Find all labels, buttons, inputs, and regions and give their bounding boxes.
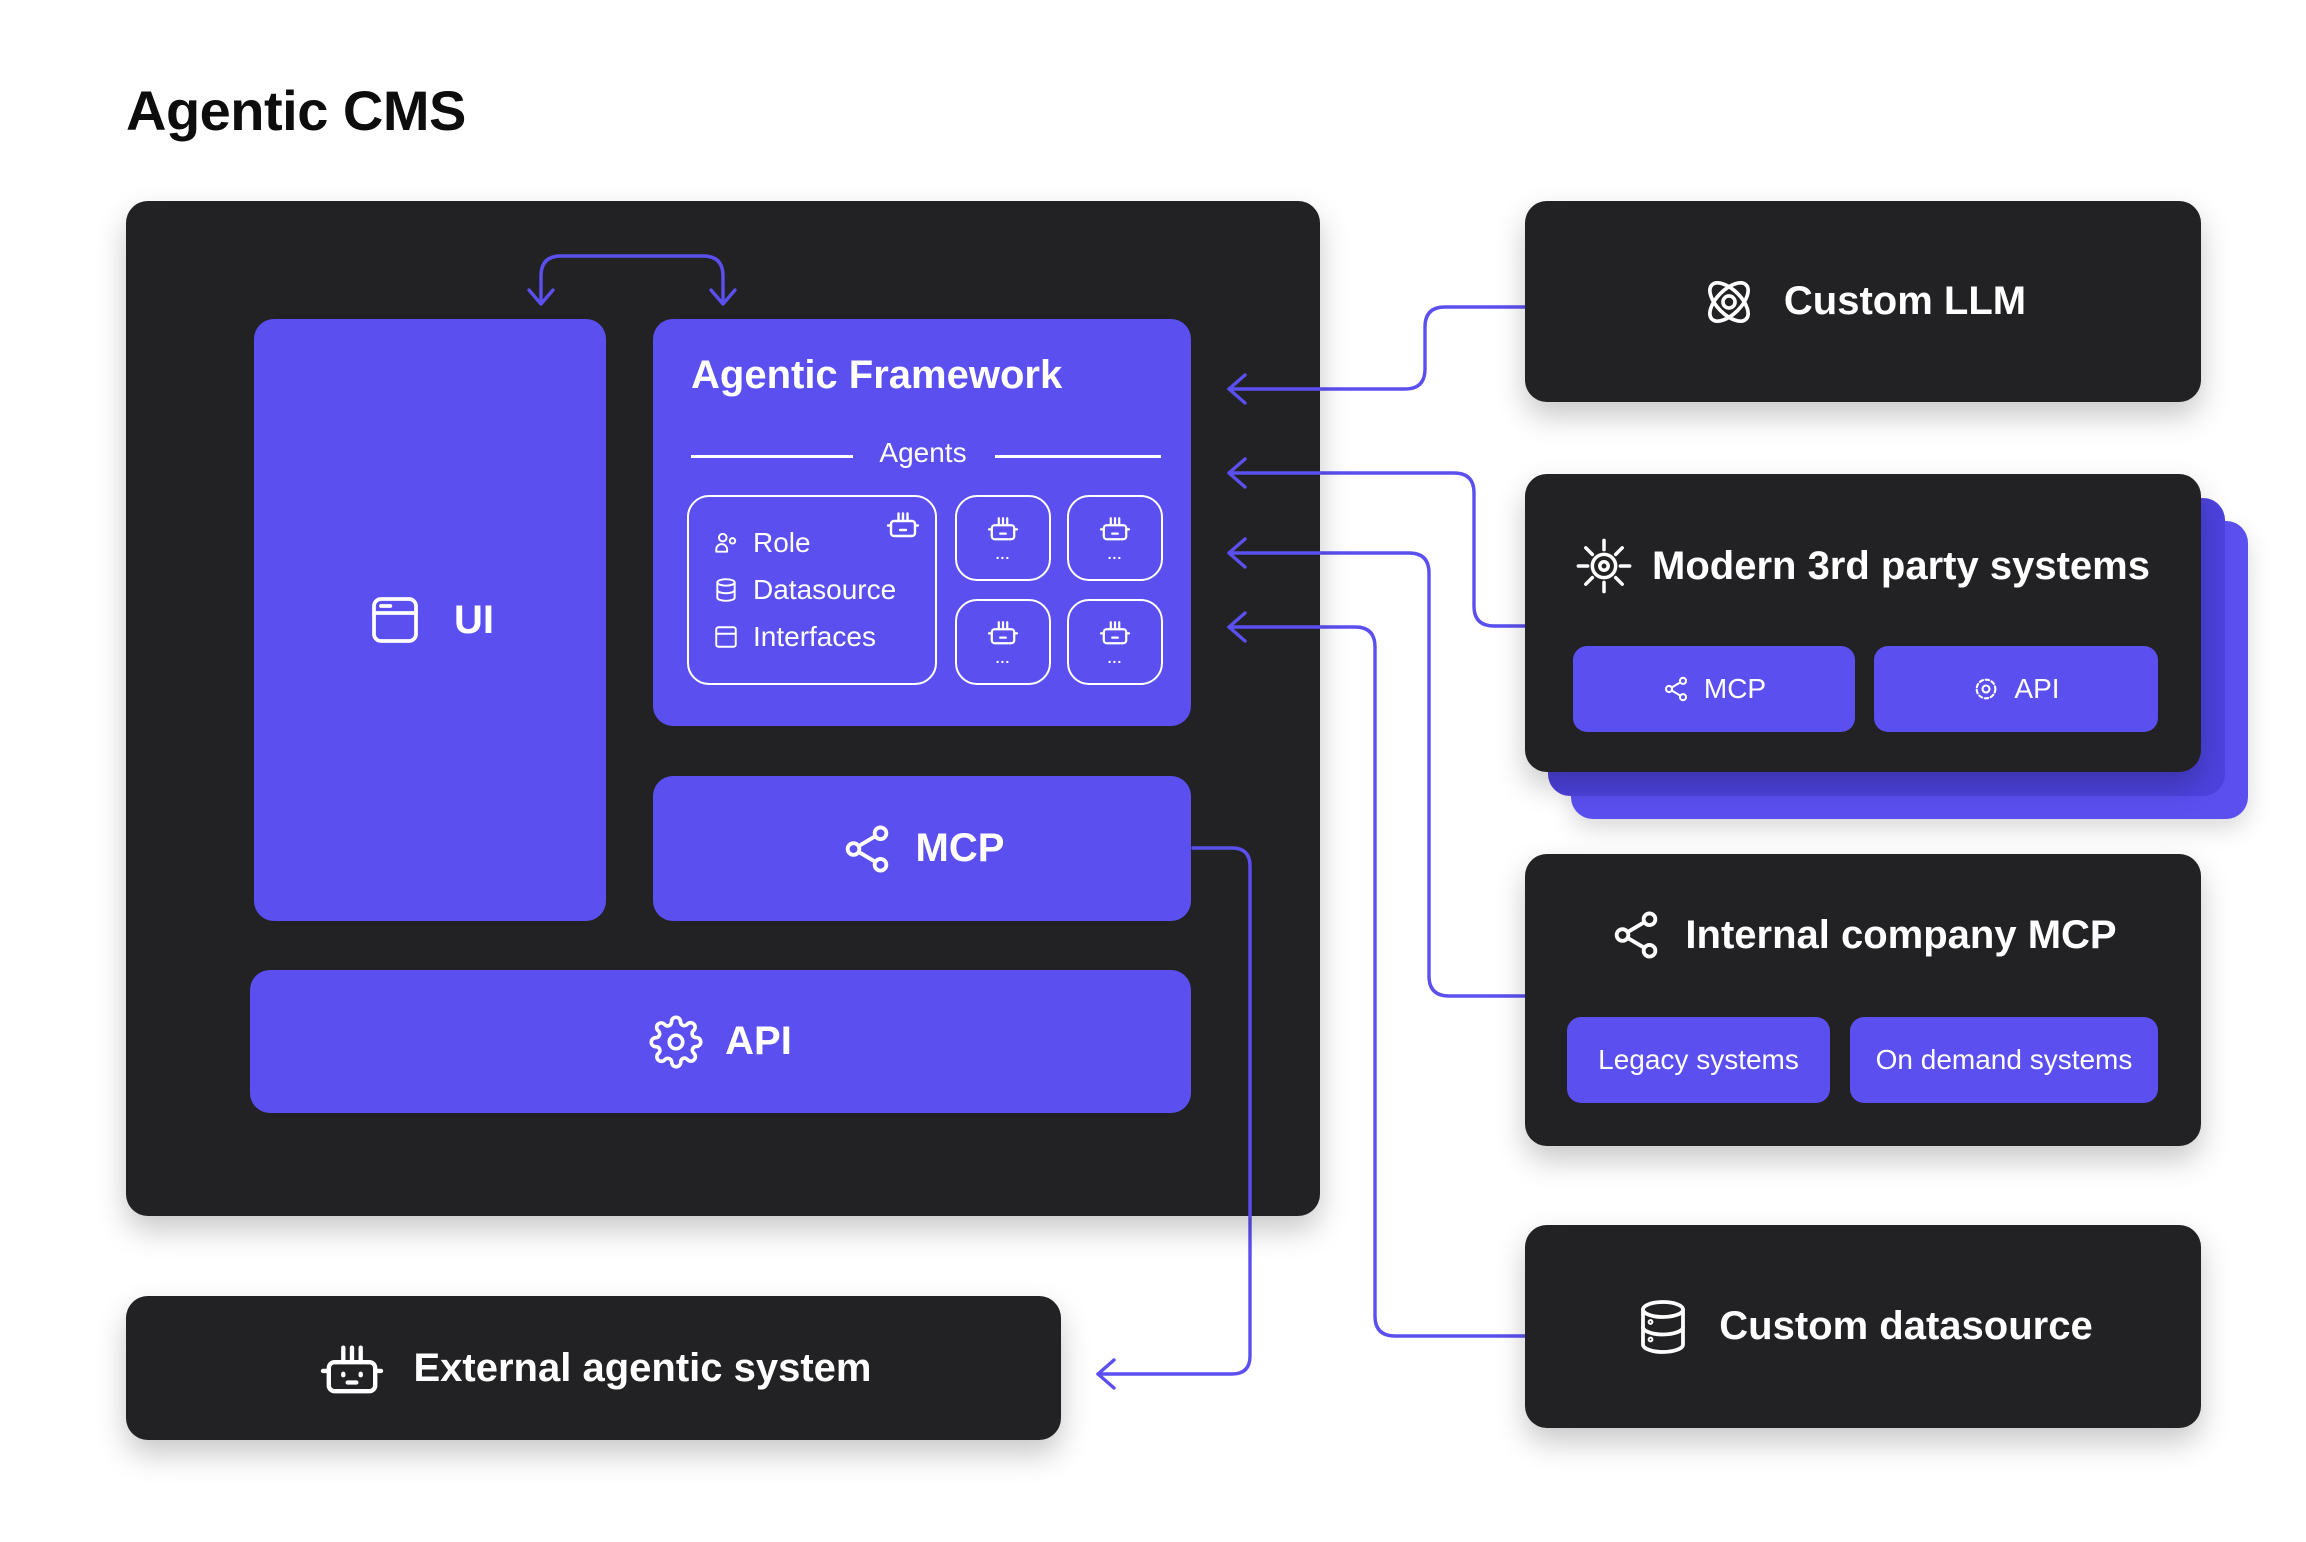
mcp-block[interactable]: MCP (653, 776, 1191, 921)
agent-prop-datasource: Datasource (713, 574, 896, 606)
robot-icon (320, 1345, 383, 1394)
legacy-systems-button[interactable]: Legacy systems (1567, 1017, 1830, 1103)
agent-card-main[interactable]: Role Datasource Interfaces (687, 495, 937, 685)
agent-prop-label: Role (753, 527, 811, 558)
third-party-api-button[interactable]: API (1874, 646, 2158, 732)
modern-third-party-systems[interactable]: Modern 3rd party systems MCP API (1525, 474, 2201, 772)
agent-card[interactable]: ... (1067, 599, 1163, 685)
browser-window-icon (372, 597, 418, 643)
robot-icon (1099, 517, 1131, 541)
third-party-mcp-button[interactable]: MCP (1573, 646, 1855, 732)
agent-card[interactable]: ... (1067, 495, 1163, 581)
divider-right (995, 455, 1161, 458)
arrowhead-external (1096, 1358, 1116, 1390)
ui-label: UI (454, 597, 494, 642)
divider-left (691, 455, 853, 458)
ui-block[interactable]: UI (254, 319, 606, 921)
sun-gear-icon (1576, 538, 1632, 594)
legacy-systems-label: Legacy systems (1598, 1044, 1799, 1075)
share-nodes-icon (1664, 676, 1687, 702)
agent-placeholder: ... (1107, 546, 1123, 562)
robot-icon (987, 621, 1019, 645)
agent-card[interactable]: ... (955, 495, 1051, 581)
agent-placeholder: ... (995, 546, 1011, 562)
users-icon (715, 532, 737, 553)
on-demand-systems-button[interactable]: On demand systems (1850, 1017, 2158, 1103)
custom-datasource[interactable]: Custom datasource (1525, 1225, 2201, 1428)
browser-window-icon (715, 626, 737, 648)
agent-placeholder: ... (995, 650, 1011, 666)
share-nodes-icon (845, 824, 888, 873)
agentic-framework-block[interactable]: Agentic Framework Agents Role Datasource… (653, 319, 1191, 726)
agent-placeholder: ... (1107, 650, 1123, 666)
database-icon (1641, 1299, 1686, 1354)
database-icon (716, 578, 736, 602)
agent-prop-label: Interfaces (753, 621, 876, 652)
robot-icon (1099, 621, 1131, 645)
page-title: Agentic CMS (126, 79, 466, 142)
agent-prop-interfaces: Interfaces (713, 621, 876, 653)
mcp-label: MCP (915, 826, 1005, 870)
share-nodes-icon (1615, 911, 1658, 959)
third-party-api-label: API (2014, 673, 2060, 704)
robot-icon (886, 512, 920, 538)
framework-title: Agentic Framework (691, 353, 1063, 397)
agent-card[interactable]: ... (955, 599, 1051, 685)
custom-llm[interactable]: Custom LLM (1525, 201, 2201, 402)
custom-datasource-label: Custom datasource (1719, 1304, 2093, 1348)
custom-llm-label: Custom LLM (1783, 279, 2027, 323)
internal-company-mcp[interactable]: Internal company MCP Legacy systems On d… (1525, 854, 2201, 1146)
api-label: API (725, 1019, 792, 1063)
api-block[interactable]: API (250, 970, 1191, 1113)
agent-prop-role: Role (713, 527, 811, 559)
external-agentic-system[interactable]: External agentic system (126, 1296, 1061, 1440)
agents-label: Agents (879, 437, 967, 468)
external-label: External agentic system (413, 1345, 872, 1390)
gear-icon (1976, 678, 1997, 700)
agent-prop-label: Datasource (753, 574, 897, 605)
on-demand-systems-label: On demand systems (1875, 1044, 2133, 1075)
third-party-mcp-label: MCP (1703, 673, 1767, 704)
gear-icon (649, 1014, 703, 1069)
robot-icon (987, 517, 1019, 541)
third-party-label: Modern 3rd party systems (1652, 543, 2150, 588)
atom-icon (1707, 280, 1750, 323)
internal-mcp-label: Internal company MCP (1685, 912, 2117, 957)
